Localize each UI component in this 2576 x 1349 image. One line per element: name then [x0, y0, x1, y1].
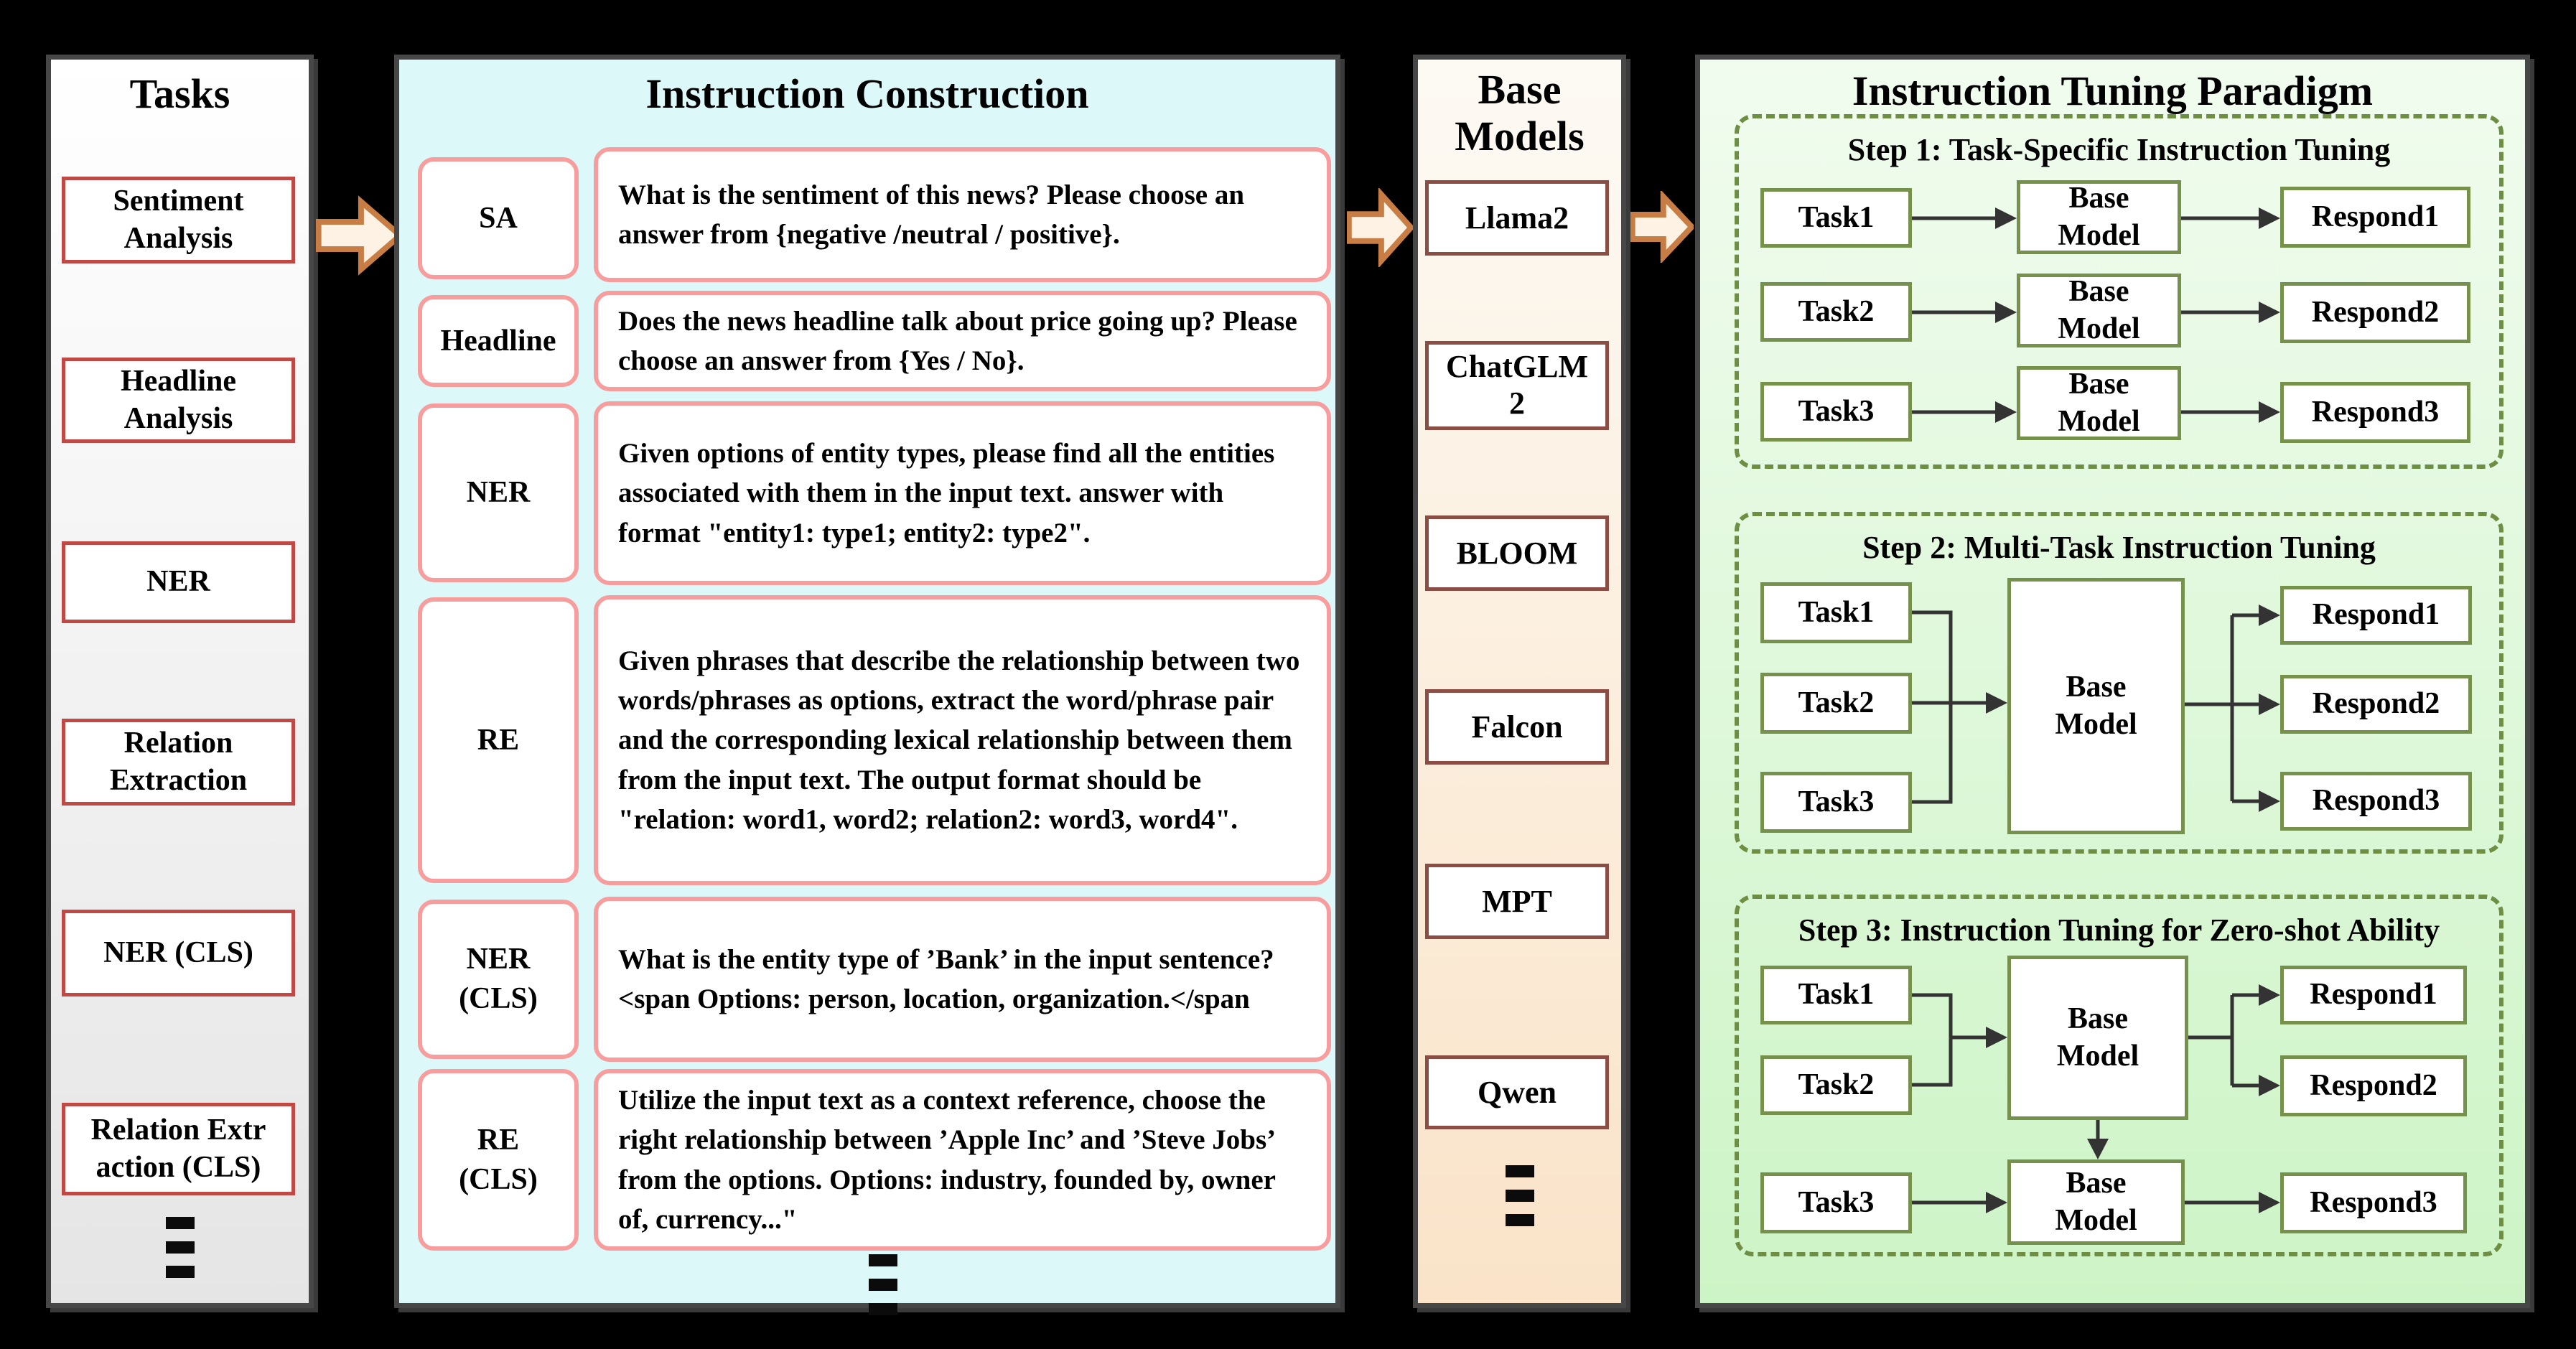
- step3-task2-box: Task2: [1760, 1055, 1912, 1115]
- step1-respond2-box: Respond2: [2280, 282, 2470, 343]
- step3-respond3-box: Respond3: [2280, 1172, 2467, 1233]
- step1-connector-lines: [1912, 207, 2280, 423]
- instruction-text-re-cls: Utilize the input text as a context refe…: [594, 1069, 1331, 1251]
- vertical-ellipsis-icon: [847, 1254, 919, 1327]
- step1-base-model3-box: Base Model: [2017, 366, 2181, 440]
- base-models-panel-title: Base Models: [1455, 66, 1585, 159]
- task-box-relation-extraction: Relation Extraction: [62, 719, 295, 806]
- instruction-label-ner-cls: NER (CLS): [418, 900, 579, 1059]
- vertical-ellipsis-icon: [51, 1217, 309, 1290]
- step1-task2-box: Task2: [1760, 282, 1912, 342]
- base-model-box-llama2: Llama2: [1425, 180, 1609, 256]
- instruction-label-re-cls: RE (CLS): [418, 1069, 579, 1251]
- step2-respond1-box: Respond1: [2280, 586, 2472, 645]
- instruction-text-sa: What is the sentiment of this news? Plea…: [594, 147, 1331, 282]
- flow-arrow-icon: [1347, 188, 1413, 267]
- step2-respond2-box: Respond2: [2280, 675, 2472, 734]
- step2-container: Step 2: Multi-Task Instruction Tuning Ta…: [1735, 512, 2503, 854]
- instruction-label-re: RE: [418, 597, 579, 883]
- tasks-panel-title: Tasks: [129, 70, 230, 117]
- instruction-label-headline: Headline: [418, 295, 579, 387]
- instruction-label-ner: NER: [418, 403, 579, 582]
- task-box-ner: NER: [62, 541, 295, 623]
- step3-connector-lines: [1912, 984, 2280, 1213]
- instruction-construction-panel: Instruction Construction SA What is the …: [394, 55, 1340, 1315]
- step3-task1-box: Task1: [1760, 966, 1912, 1024]
- step2-task1-box: Task1: [1760, 582, 1912, 643]
- step1-respond1-box: Respond1: [2280, 187, 2470, 248]
- task-box-sentiment-analysis: Sentiment Analysis: [62, 177, 295, 263]
- step3-container: Step 3: Instruction Tuning for Zero-shot…: [1735, 895, 2503, 1256]
- task-box-ner-cls: NER (CLS): [62, 910, 295, 996]
- base-model-box-falcon: Falcon: [1425, 689, 1609, 765]
- instruction-panel-title: Instruction Construction: [645, 70, 1089, 117]
- step1-container: Step 1: Task-Specific Instruction Tuning…: [1735, 114, 2503, 469]
- step1-title: Step 1: Task-Specific Instruction Tuning: [1847, 132, 2391, 167]
- base-model-box-mpt: MPT: [1425, 864, 1609, 939]
- step1-task1-box: Task1: [1760, 188, 1912, 248]
- vertical-ellipsis-icon: [1418, 1165, 1621, 1238]
- step1-respond3-box: Respond3: [2280, 382, 2470, 443]
- instruction-label-sa: SA: [418, 157, 579, 279]
- step3-respond1-box: Respond1: [2280, 966, 2467, 1024]
- step3-task3-box: Task3: [1760, 1172, 1912, 1233]
- step2-task3-box: Task3: [1760, 772, 1912, 833]
- step2-title: Step 2: Multi-Task Instruction Tuning: [1862, 530, 2376, 565]
- instruction-text-headline: Does the news headline talk about price …: [594, 291, 1331, 391]
- instruction-tuning-paradigm-panel: Instruction Tuning Paradigm Step 1: Task…: [1695, 55, 2530, 1308]
- step3-respond2-box: Respond2: [2280, 1055, 2467, 1116]
- step1-task3-box: Task3: [1760, 382, 1912, 442]
- flow-arrow-icon: [1630, 191, 1694, 263]
- task-box-relation-extraction-cls: Relation Extr action (CLS): [62, 1103, 295, 1195]
- step2-task2-box: Task2: [1760, 673, 1912, 734]
- step3-base-model-bottom-box: Base Model: [2007, 1159, 2185, 1245]
- flow-arrow-icon: [316, 195, 403, 276]
- instruction-text-re: Given phrases that describe the relation…: [594, 595, 1331, 885]
- instruction-text-ner-cls: What is the entity type of ’Bank’ in the…: [594, 897, 1331, 1062]
- base-model-box-bloom: BLOOM: [1425, 515, 1609, 591]
- task-box-headline-analysis: Headline Analysis: [62, 358, 295, 443]
- base-model-box-qwen: Qwen: [1425, 1055, 1609, 1129]
- step2-base-model-box: Base Model: [2007, 578, 2185, 834]
- base-model-box-chatglm2: ChatGLM 2: [1425, 341, 1609, 430]
- step1-base-model2-box: Base Model: [2017, 274, 2181, 347]
- step2-connector-lines: [1912, 605, 2280, 812]
- step1-base-model1-box: Base Model: [2017, 180, 2181, 254]
- tasks-panel: Tasks Sentiment Analysis Headline Analys…: [46, 55, 314, 1308]
- step3-base-model-top-box: Base Model: [2007, 956, 2188, 1120]
- step2-respond3-box: Respond3: [2280, 772, 2472, 831]
- instruction-text-ner: Given options of entity types, please fi…: [594, 401, 1331, 585]
- step3-title: Step 3: Instruction Tuning for Zero-shot…: [1798, 912, 2440, 948]
- base-models-panel: Base Models Llama2 ChatGLM 2 BLOOM Falco…: [1413, 55, 1626, 1308]
- paradigm-panel-title: Instruction Tuning Paradigm: [1852, 67, 2374, 114]
